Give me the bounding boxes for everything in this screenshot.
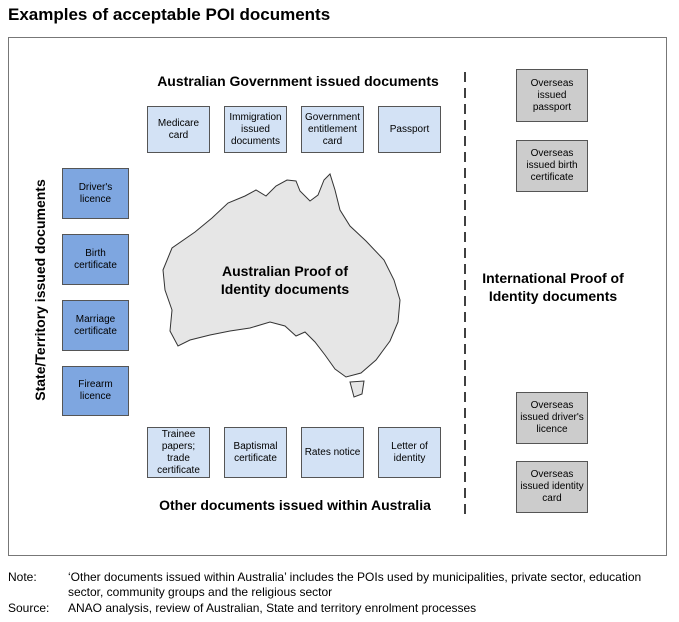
gov-doc-box: Immigration issued documents [224,106,287,153]
state-doc-box: Driver's licence [62,168,129,219]
state-doc-box: Birth certificate [62,234,129,285]
source-text: ANAO analysis, review of Australian, Sta… [68,601,477,615]
other-doc-box: Baptismal certificate [224,427,287,478]
note-text: ‘Other documents issued within Australia… [68,570,642,599]
intl-doc-box: Overseas issued birth certificate [516,140,588,192]
intl-doc-box: Overseas issued identity card [516,461,588,513]
state-doc-box: Firearm licence [62,366,129,416]
other-heading: Other documents issued within Australia [159,497,431,513]
intl-doc-box: Overseas issued driver's licence [516,392,588,444]
other-doc-box: Trainee papers; trade certificate [147,427,210,478]
state-doc-box: Marriage certificate [62,300,129,351]
center-label: Australian Proof of Identity documents [220,263,350,297]
other-doc-box: Rates notice [301,427,364,478]
gov-heading: Australian Government issued documents [157,73,439,89]
gov-doc-box: Government entitlement card [301,106,364,153]
gov-doc-box: Medicare card [147,106,210,153]
tasmania-shape [349,380,365,398]
source-label: Source: [8,601,50,615]
diagram-frame [8,37,667,556]
note-label: Note: [8,570,37,584]
state-heading: State/Territory issued documents [32,179,48,401]
figure-title: Examples of acceptable POI documents [8,5,331,24]
mainland-shape [162,173,401,378]
other-doc-box: Letter of identity [378,427,441,478]
intl-heading: International Proof of Identity document… [482,270,624,304]
intl-doc-box: Overseas issued passport [516,69,588,122]
gov-doc-box: Passport [378,106,441,153]
